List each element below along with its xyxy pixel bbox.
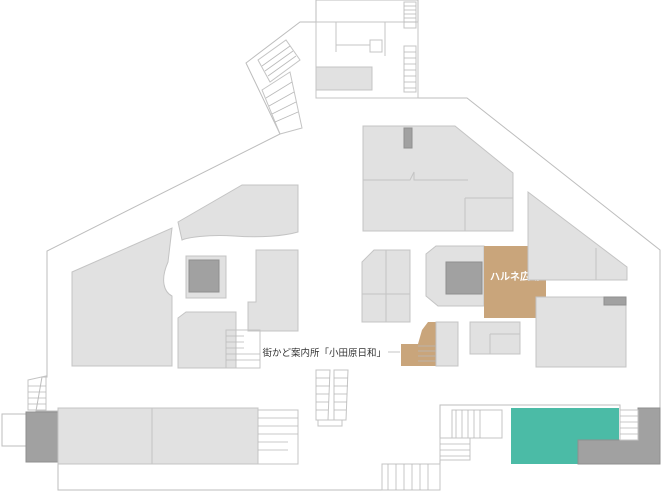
shop-top-annex[interactable] xyxy=(315,66,373,91)
info-center-label: 街かど案内所「小田原日和」 xyxy=(262,347,386,359)
stairs-info[interactable] xyxy=(418,345,436,362)
core-plaza-west xyxy=(445,261,483,295)
stairs-bottom-middle[interactable] xyxy=(257,409,299,465)
core-bottom-left xyxy=(25,411,59,463)
info-center-area[interactable] xyxy=(401,322,436,366)
top-annex xyxy=(315,21,419,99)
stairs-bottom-exit[interactable] xyxy=(381,463,441,491)
shop-upper-center[interactable] xyxy=(362,125,514,232)
core-left-center xyxy=(188,259,220,293)
stairs-lower-left[interactable] xyxy=(225,329,261,369)
shop-right-middle[interactable] xyxy=(535,296,627,368)
core-upper-center xyxy=(403,127,413,149)
stairs-top-right[interactable] xyxy=(403,1,417,93)
shop-upper-left[interactable] xyxy=(177,184,299,241)
stairs-bottom-right-edge[interactable] xyxy=(619,409,639,441)
stairs-left[interactable] xyxy=(27,375,47,411)
shop-bottom-middle[interactable] xyxy=(151,407,259,465)
shop-upper-right[interactable] xyxy=(527,190,628,281)
shop-left-large[interactable] xyxy=(71,227,173,367)
stairs-top-left[interactable] xyxy=(257,39,303,135)
shop-small-center[interactable] xyxy=(469,321,521,355)
stairs-bottom-right[interactable] xyxy=(439,409,503,461)
shop-info-adjacent[interactable] xyxy=(435,321,459,367)
shop-lower-left[interactable] xyxy=(177,311,237,369)
core-right-middle xyxy=(603,296,627,306)
shop-center-left[interactable] xyxy=(247,249,299,332)
escalators-center[interactable] xyxy=(315,369,349,427)
entrance-left xyxy=(1,413,29,447)
shop-bottom-left[interactable] xyxy=(57,407,153,465)
